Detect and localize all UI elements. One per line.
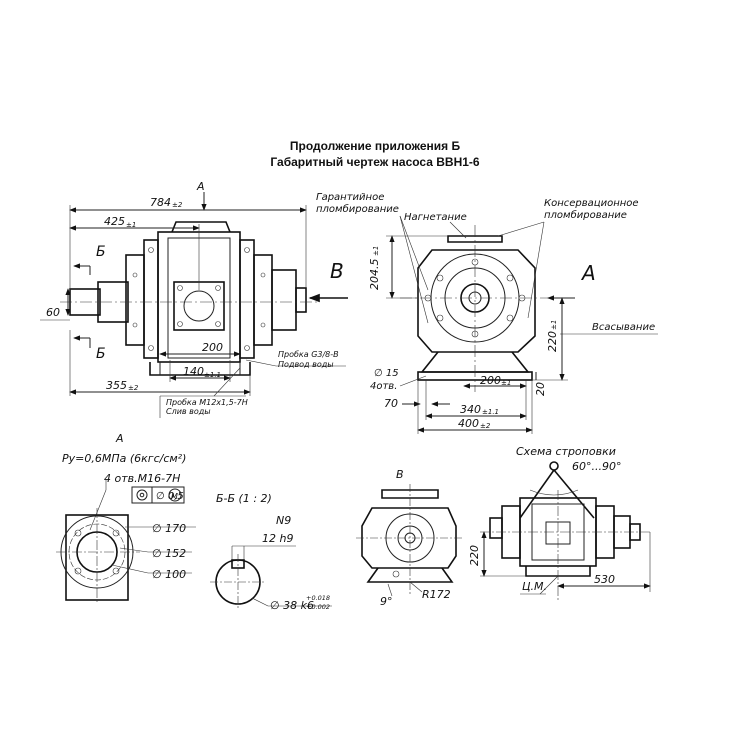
center-of-mass: Ц.М. <box>522 580 547 593</box>
sling-scheme: Схема строповки 60°...90° 220 <box>468 445 651 600</box>
view-a-title: А <box>115 432 124 445</box>
view-a-arrow-label: А <box>580 261 596 285</box>
shaft-diameter: ∅ 38 k6 <box>270 599 314 612</box>
side-view: Б Б А 784 ±2 425 ±1 60 200 <box>40 180 346 418</box>
view-a-detail: А Ру=0,6МПа (6кгс/см²) 4 отв.М16-7Н ∅ 0,… <box>56 432 196 604</box>
sling-left <box>519 469 555 519</box>
plug-water-drain: Пробка М12х1,5-7Н <box>166 398 248 407</box>
view-v-arrow-label: В <box>330 259 344 283</box>
front-view: В А Гарантийное пломбирование <box>308 192 658 434</box>
dim-784: 784 <box>150 196 171 209</box>
svg-text:±2: ±2 <box>480 422 491 430</box>
dim-425: 425 <box>104 215 125 228</box>
svg-text:±1.1: ±1.1 <box>482 408 499 416</box>
svg-text:∅ 0,5: ∅ 0,5 <box>156 491 184 502</box>
sling-angle: 60°...90° <box>572 460 621 473</box>
hole-count: 4отв. <box>370 381 397 392</box>
svg-text:±1.1: ±1.1 <box>204 371 221 379</box>
dim-d100: ∅ 100 <box>152 568 186 581</box>
dim-d152: ∅ 152 <box>152 547 186 560</box>
dim-355: 355 <box>106 379 127 392</box>
plug-water-inlet: Пробка G3/8-В <box>278 350 339 359</box>
svg-text:пломбирование: пломбирование <box>316 203 399 215</box>
svg-text:±2: ±2 <box>172 201 183 209</box>
surface-n9: N9 <box>276 514 291 527</box>
key-width: 12 h9 <box>262 532 293 545</box>
bearing-cover-right <box>271 269 297 331</box>
section-b-title: Б-Б (1 : 2) <box>216 492 272 505</box>
header-line-2: Габаритный чертеж насоса ВВН1-6 <box>270 155 480 169</box>
hole-diameter: ∅ 15 <box>374 368 399 379</box>
dim-200-side: 200 <box>202 341 223 354</box>
svg-text:пломбирование: пломбирование <box>544 209 627 221</box>
svg-text:+0.018: +0.018 <box>306 594 330 602</box>
dim-70: 70 <box>384 397 398 410</box>
svg-text:M: M <box>171 492 178 501</box>
pump-casing <box>417 249 536 353</box>
label-conservation-seal: Консервационное <box>544 198 639 209</box>
section-b-b: Б-Б (1 : 2) N9 12 h9 ∅ 38 k6 +0.018 +0.0… <box>210 492 332 612</box>
section-mark-b-bottom: Б <box>96 346 106 362</box>
casing-v <box>361 507 457 569</box>
sling-title: Схема строповки <box>516 445 616 458</box>
dim-220-sling: 220 <box>468 545 481 566</box>
dim-530: 530 <box>594 573 615 586</box>
label-warranty-seal: Гарантийное <box>316 192 384 203</box>
hook <box>549 461 559 471</box>
discharge-port <box>171 221 231 233</box>
view-v-detail: В 9° R172 <box>356 468 462 608</box>
flange-holes: 4 отв.М16-7Н <box>104 472 180 485</box>
svg-text:Слив воды: Слив воды <box>166 407 211 416</box>
svg-text:±2: ±2 <box>128 384 139 392</box>
view-a-mark: А <box>196 180 205 193</box>
dim-200-front: 200 <box>480 374 501 387</box>
svg-text:±1: ±1 <box>501 379 511 387</box>
svg-text:±1: ±1 <box>550 320 558 330</box>
svg-text:±1: ±1 <box>126 221 136 229</box>
svg-text:Подвод воды: Подвод воды <box>278 360 334 369</box>
dim-d170: ∅ 170 <box>152 522 186 535</box>
label-suction: Всасывание <box>592 322 655 333</box>
label-discharge: Нагнетание <box>404 212 467 223</box>
section-mark-b-top: Б <box>96 244 106 260</box>
svg-text:+0.002: +0.002 <box>306 603 330 611</box>
svg-text:±1: ±1 <box>372 246 380 256</box>
dim-20: 20 <box>534 382 547 396</box>
dim-400: 400 <box>458 417 479 430</box>
angle-9deg: 9° <box>380 595 393 608</box>
view-v-title: В <box>396 468 404 481</box>
dim-140: 140 <box>183 365 204 378</box>
radius-r172: R172 <box>422 588 451 601</box>
pressure-rating: Ру=0,6МПа (6кгс/см²) <box>62 452 186 465</box>
sling-right <box>553 469 595 519</box>
discharge-flange <box>447 235 503 243</box>
dim-220-front: 220 <box>546 331 559 352</box>
dim-204-5: 204.5 <box>368 259 381 291</box>
position-tolerance-frame <box>131 486 185 504</box>
dim-340: 340 <box>460 403 481 416</box>
dim-60: 60 <box>46 306 60 319</box>
header-line-1: Продолжение приложения Б <box>289 139 461 153</box>
